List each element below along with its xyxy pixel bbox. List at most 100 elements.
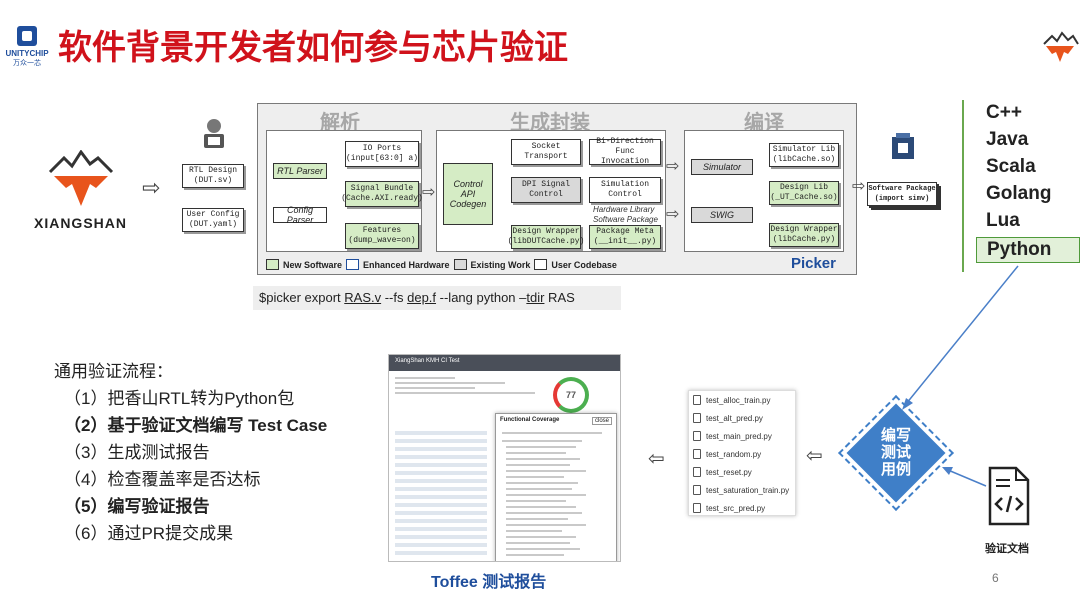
- test-file-item[interactable]: test_src_pred.py: [693, 503, 765, 513]
- workflow-step: （2）基于验证文档编写 Test Case: [64, 416, 328, 435]
- cmd-prefix: $picker export: [259, 290, 345, 305]
- workflow-step: （5）编写验证报告: [64, 497, 210, 516]
- language-item: C++: [986, 102, 1022, 123]
- doc-caption: 验证文档: [985, 543, 1029, 555]
- cmd-file: RAS.v: [344, 290, 382, 305]
- hardware-library-label: Hardware Library: [593, 205, 655, 214]
- test-file-name: test_random.py: [706, 449, 762, 459]
- language-list: C++ Java Scala Golang Lua Python: [962, 100, 1080, 272]
- design-wrapper-lib-box: Design Wrapper (libCache.py): [769, 223, 839, 247]
- diagram-legend: New Software Enhanced Hardware Existing …: [266, 259, 617, 270]
- cmd-mid2: --lang python –: [436, 290, 527, 305]
- test-file-name: test_alt_pred.py: [706, 413, 763, 423]
- simulator-lib-box: Simulator Lib (libCache.so): [769, 143, 839, 167]
- diamond-label: 编写 测试 用例: [846, 427, 946, 478]
- bi-direction-box: Bi-Direction Func Invocation: [589, 137, 661, 166]
- control-api-codegen: Control API Codegen: [443, 163, 493, 225]
- arrow-left-icon: ⇦: [648, 448, 665, 470]
- cmd-tdir: tdir: [526, 290, 545, 305]
- cmd-mid: --fs: [381, 290, 408, 305]
- toffee-caption: Toffee 测试报告: [431, 574, 547, 591]
- legend-swatch-existing: [453, 259, 467, 270]
- arrow-left-icon: ⇦: [806, 445, 823, 467]
- cmd-suffix: RAS: [544, 290, 575, 305]
- logo-line1: UNITYCHIP: [5, 49, 49, 58]
- workflow-step: （1）把香山RTL转为Python包: [64, 389, 295, 408]
- generate-panel: Control API Codegen Socket Transport Bi-…: [436, 130, 666, 252]
- compile-panel: Simulator SWIG Simulator Lib (libCache.s…: [684, 130, 844, 252]
- unitychip-logo: UNITYCHIP 万众一芯: [2, 26, 52, 70]
- toffee-report-screenshot: XiangShan KMH CI Test 77 Functional Cove…: [388, 354, 621, 562]
- workflow-step: （4）检查覆盖率是否达标: [64, 470, 261, 489]
- swig-box: SWIG: [691, 207, 753, 223]
- language-item: Java: [986, 129, 1029, 150]
- coverage-gauge: 77: [553, 377, 589, 413]
- arrow-right-icon: ⇨: [852, 178, 866, 195]
- xiangshan-name: XIANGSHAN: [33, 215, 127, 231]
- legend-swatch-user: [534, 259, 548, 270]
- rtl-design-input: RTL Design (DUT.sv): [182, 164, 244, 188]
- test-file-item[interactable]: test_alloc_train.py: [693, 395, 770, 405]
- test-file-item[interactable]: test_main_pred.py: [693, 431, 772, 441]
- file-icon: [693, 413, 701, 423]
- functional-coverage-popup: Functional Coverage close: [495, 413, 617, 561]
- workflow-step: （3）生成测试报告: [64, 443, 210, 462]
- xiangshan-mountain-icon: [48, 149, 113, 206]
- test-file-item[interactable]: test_alt_pred.py: [693, 413, 763, 423]
- arrow-right-icon: ⇨: [666, 206, 680, 223]
- test-file-name: test_saturation_train.py: [706, 485, 790, 495]
- config-parser: Config Parser: [273, 205, 327, 225]
- file-icon: [693, 503, 701, 513]
- toffee-header: XiangShan KMH CI Test: [389, 355, 620, 371]
- unitychip-logo-icon: [17, 26, 37, 46]
- design-lib-box: Design Lib (_UT_Cache.so): [769, 181, 839, 205]
- workflow-title: 通用验证流程：: [54, 362, 173, 381]
- test-file-item[interactable]: test_random.py: [693, 449, 761, 459]
- file-icon: [693, 395, 701, 405]
- logo-line2: 万众一芯: [13, 60, 41, 67]
- signal-bundle-box: Signal Bundle (Cache.AXI.ready): [341, 181, 423, 207]
- legend-user-codebase: User Codebase: [551, 259, 617, 270]
- legend-new-software: New Software: [283, 259, 343, 270]
- popup-close-button[interactable]: close: [591, 417, 612, 425]
- page-title: 软件背景开发者如何参与芯片验证: [58, 28, 568, 68]
- file-icon: [693, 431, 701, 441]
- io-ports-box: IO Ports (input[63:0] a): [345, 141, 419, 167]
- language-item: Scala: [986, 156, 1036, 177]
- language-item-selected: Python: [976, 237, 1080, 263]
- test-file-name: test_reset.py: [706, 467, 752, 477]
- simulator-box: Simulator: [691, 159, 753, 175]
- simulation-control-box: Simulation Control: [589, 177, 661, 203]
- test-file-list: test_alloc_train.py test_alt_pred.py tes…: [688, 390, 796, 516]
- arrow-to-diamond-icon: [942, 467, 987, 487]
- test-file-item[interactable]: test_reset.py: [693, 467, 752, 477]
- picker-diagram: 解析 生成封装 编译 RTL Parser Config Parser IO P…: [257, 103, 857, 275]
- diamond-label-text: 编写 测试 用例: [880, 426, 911, 478]
- design-wrapper-gen-box: Design Wrapper (libDUTCache.py): [508, 225, 584, 249]
- package-cube-icon: [892, 133, 914, 159]
- page-number: 6: [992, 571, 999, 585]
- software-package-output: Software Package (import simv): [867, 182, 937, 206]
- arrow-right-icon: ⇨: [142, 175, 161, 200]
- package-meta-box: Package Meta (__init__.py): [589, 225, 661, 249]
- file-icon: [693, 467, 701, 477]
- file-icon: [693, 449, 701, 459]
- parse-panel: RTL Parser Config Parser IO Ports (input…: [266, 130, 423, 252]
- test-file-item[interactable]: test_saturation_train.py: [693, 485, 789, 495]
- language-item: Golang: [986, 183, 1052, 204]
- workflow-step: （6）通过PR提交成果: [64, 524, 234, 543]
- legend-swatch-enhanced: [346, 259, 360, 270]
- developer-icon: [204, 119, 224, 148]
- write-test-case-diamond: 编写 测试 用例: [838, 395, 954, 511]
- test-file-name: test_alloc_train.py: [706, 395, 771, 405]
- xiangshan-mini-logo-icon: [1043, 31, 1079, 62]
- socket-transport-box: Socket Transport: [511, 139, 581, 165]
- legend-swatch-new: [266, 259, 279, 270]
- document-code-icon: [988, 466, 1030, 526]
- file-icon: [693, 485, 701, 495]
- picker-command: $picker export RAS.v --fs dep.f --lang p…: [253, 286, 621, 310]
- software-package-label: Software Package: [593, 215, 658, 224]
- rtl-parser: RTL Parser: [273, 163, 327, 179]
- popup-title: Functional Coverage: [500, 417, 560, 423]
- connector-arrow-icon: [902, 265, 1019, 410]
